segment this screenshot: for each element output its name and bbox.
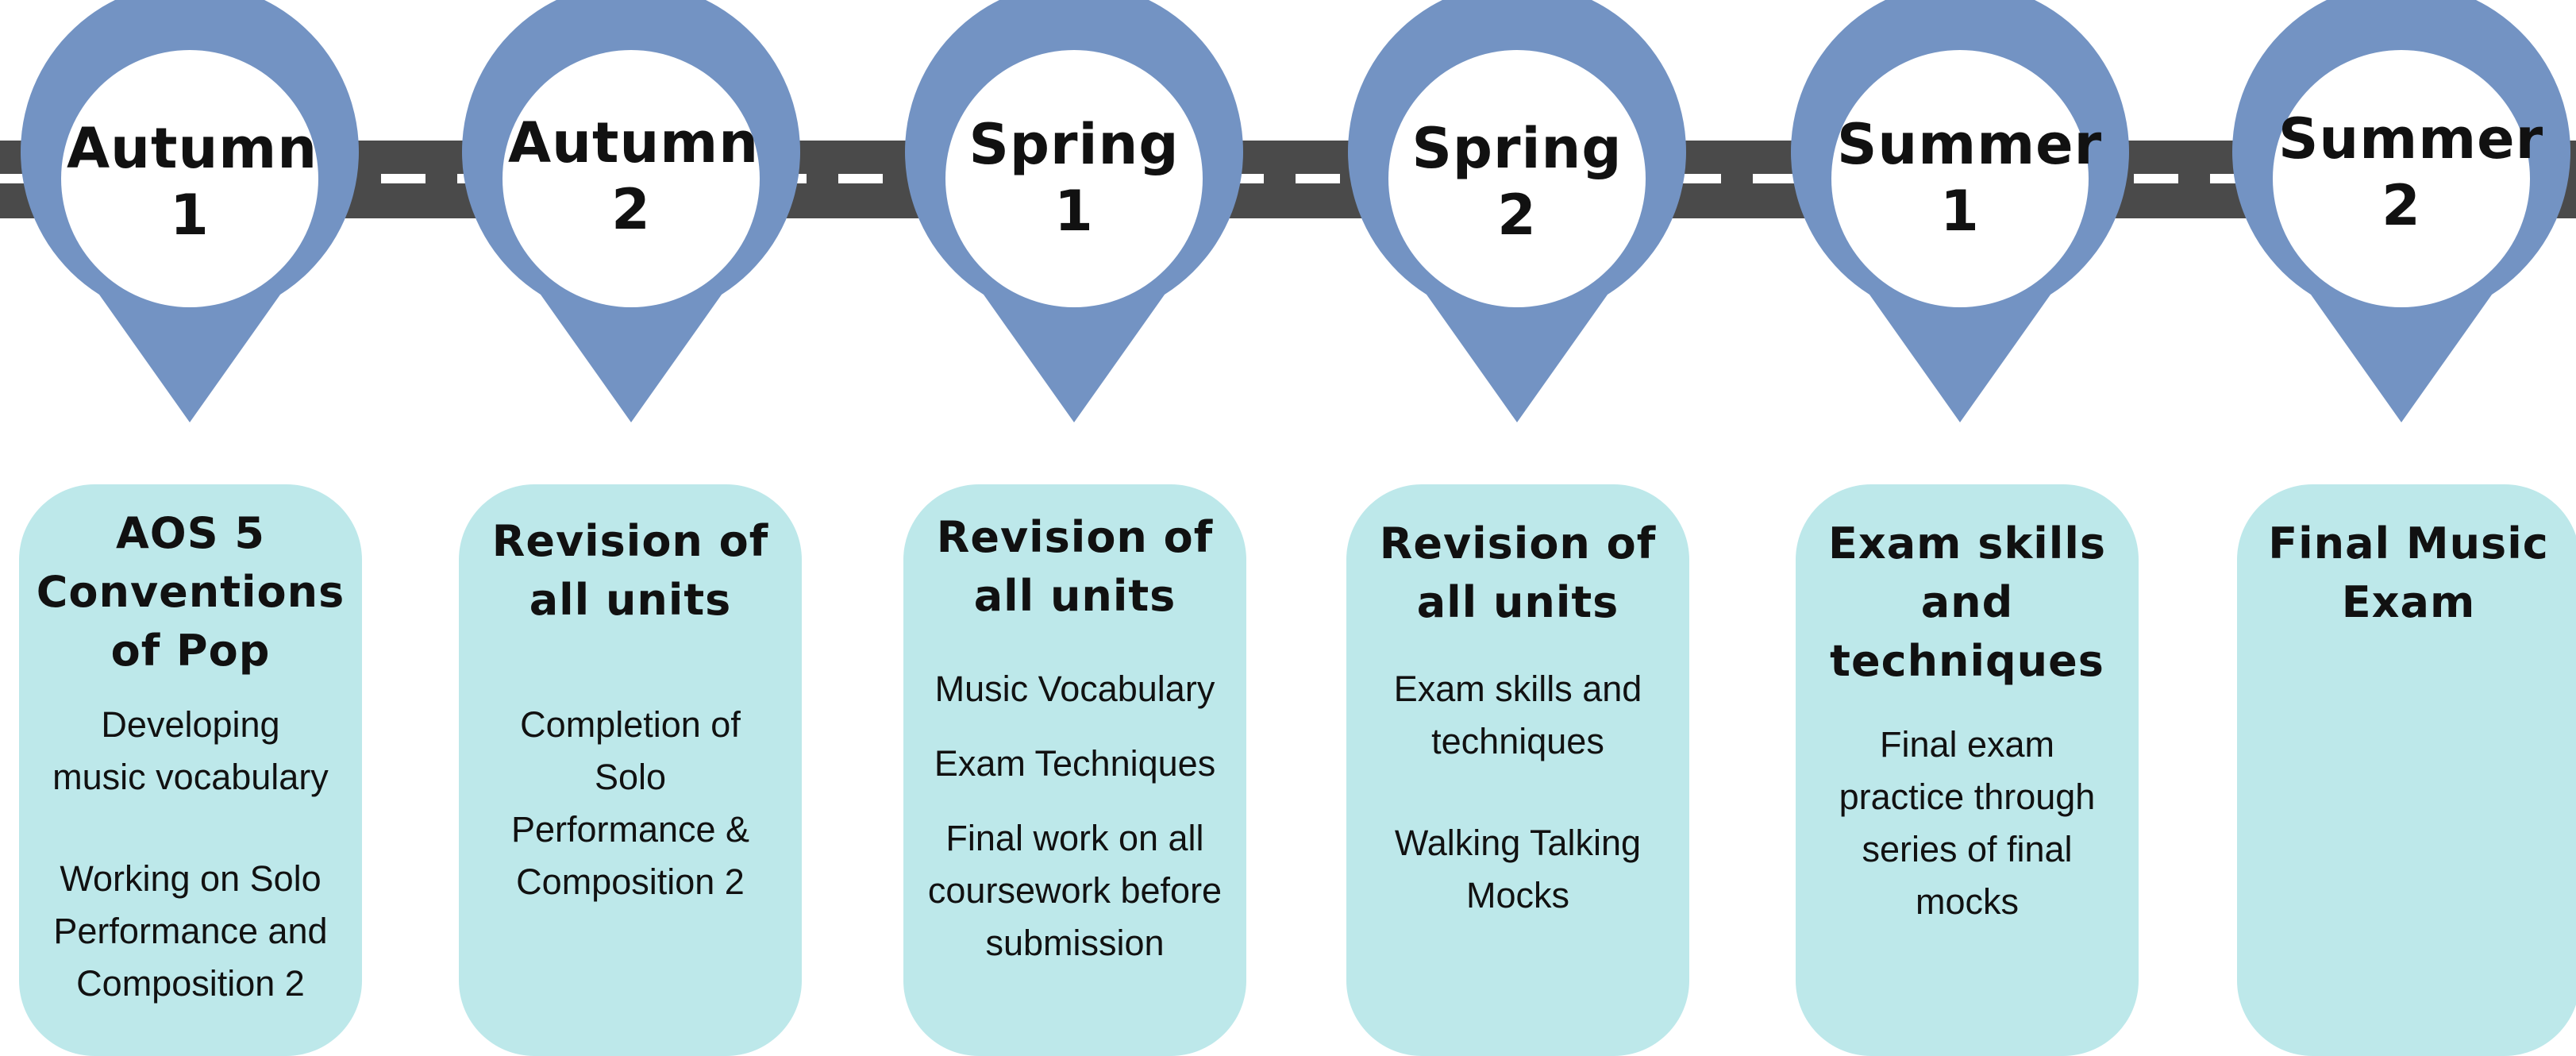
map-pin-icon bbox=[462, 0, 800, 422]
map-pin-icon bbox=[1348, 0, 1686, 422]
map-pin-icon bbox=[2232, 0, 2570, 422]
map-pin-icon bbox=[21, 0, 359, 422]
map-pin-icon bbox=[905, 0, 1243, 422]
map-pin-icon bbox=[1791, 0, 2129, 422]
card-body: Music Vocabulary Exam Techniques Final w… bbox=[927, 669, 1223, 963]
road-center-line bbox=[0, 174, 2576, 183]
